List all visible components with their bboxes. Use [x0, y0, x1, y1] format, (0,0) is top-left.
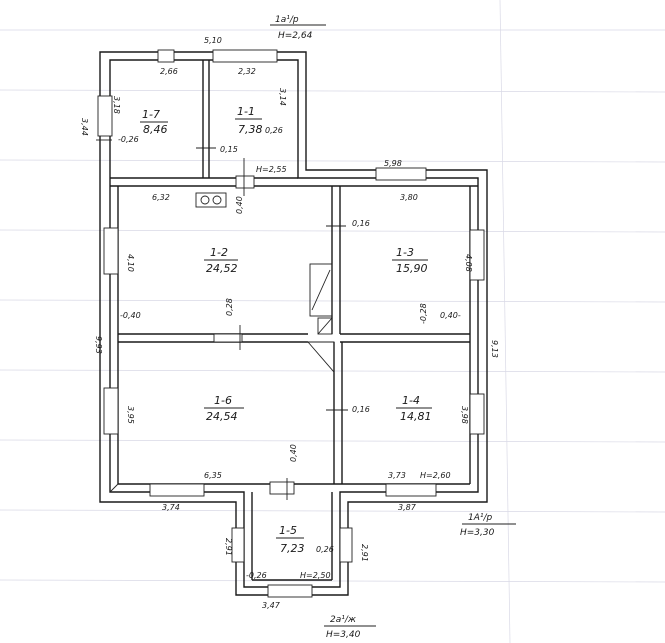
room-1-7-area: 8,46 [143, 123, 168, 136]
room-1-2-id: 1-2 [210, 246, 228, 259]
right-literal-height: Н=3,30 [460, 528, 495, 538]
dim-mid-width: 5,98 [384, 159, 402, 168]
dim-r11-width: 2,32 [238, 67, 256, 76]
room-1-5-id: 1-5 [279, 524, 297, 537]
room-1-3-area: 15,90 [396, 262, 428, 275]
bottom-literal-height: Н=3,40 [326, 630, 361, 640]
dim-r16-bottom-partition: 0,40 [289, 444, 298, 462]
dim-r13-inner: -0,28 [419, 303, 428, 324]
dim-r15-height: Н=2,50 [300, 571, 331, 580]
dim-r12-r13-wall: 0,16 [352, 219, 370, 228]
dim-r12-partition: 0,40 [235, 196, 244, 214]
dim-r13-depth: 4,08 [464, 254, 473, 272]
dim-top-width: 5,10 [204, 36, 222, 45]
dim-r12-width: 6,32 [152, 193, 170, 202]
door-ticks [96, 139, 348, 500]
room-1-3-id: 1-3 [396, 246, 414, 259]
dim-r15-width: 3,47 [262, 601, 281, 610]
dim-r17-wall: -0,26 [118, 135, 139, 144]
dim-r14-width: 3,73 [388, 471, 406, 480]
building-literals: 1а¹/р Н=2,64 1А¹/р Н=3,30 2а¹/ж Н=3,40 [270, 15, 516, 640]
room-labels: 1-7 8,46 1-1 7,38 1-2 24,52 1-3 15,90 1-… [140, 105, 432, 555]
dim-r14-depth: 3,98 [460, 406, 469, 424]
dim-r11-depth: 3,14 [278, 88, 287, 106]
dim-right-total: 9,13 [490, 340, 499, 358]
bottom-literal-code: 2а¹/ж [330, 615, 357, 625]
room-1-6-area: 24,54 [206, 410, 238, 423]
dim-r16-depth: 3,95 [126, 406, 135, 424]
room-1-4-area: 14,81 [400, 410, 432, 423]
dim-r16-r14-wall: 0,16 [352, 405, 370, 414]
dim-r17-depth: 3,18 [112, 96, 121, 114]
dim-left-total: 9,93 [94, 336, 103, 354]
dim-corridor-height: Н=2,55 [256, 165, 287, 174]
room-1-7-id: 1-7 [142, 108, 160, 121]
windows [97, 49, 485, 598]
dim-r17-width: 2,66 [160, 67, 178, 76]
room-1-2-area: 24,52 [206, 262, 238, 275]
room-1-1-id: 1-1 [237, 105, 255, 118]
dim-r15-right-depth: 2,91 [360, 544, 369, 562]
top-literal-code: 1а¹/р [275, 15, 299, 25]
dim-r14-height: Н=2,60 [420, 471, 451, 480]
room-1-1-area: 7,38 [238, 123, 263, 136]
right-literal-code: 1А¹/р [468, 513, 493, 523]
dim-r13-outer: 0,40- [440, 311, 461, 320]
dim-r15-wall-right: 0,26 [316, 545, 334, 554]
top-literal-height: Н=2,64 [278, 31, 313, 41]
room-1-6-id: 1-6 [214, 394, 232, 407]
room-1-5-area: 7,23 [280, 542, 305, 555]
dim-bottom-right: 3,87 [398, 503, 417, 512]
dim-r16-width: 6,35 [204, 471, 222, 480]
dim-r11-partition: 0,15 [220, 145, 238, 154]
dim-left-wall: -0,40 [120, 311, 141, 320]
dim-bottom-left: 3,74 [162, 503, 180, 512]
dim-r15-wall-left: -0,26 [246, 571, 267, 580]
dimensions: 5,10 2,66 2,32 3,44 3,18 3,14 -0,26 0,26… [80, 36, 499, 610]
dim-r13-width: 3,80 [400, 193, 418, 202]
dim-r11-wall: 0,26 [265, 126, 283, 135]
dim-left-upper: 3,44 [80, 118, 89, 136]
dim-mid-partition: 0,28 [225, 298, 234, 316]
dim-r15-depth: 2,91 [224, 538, 233, 556]
dim-r12-depth: 4,10 [126, 254, 135, 272]
room-1-4-id: 1-4 [402, 394, 420, 407]
